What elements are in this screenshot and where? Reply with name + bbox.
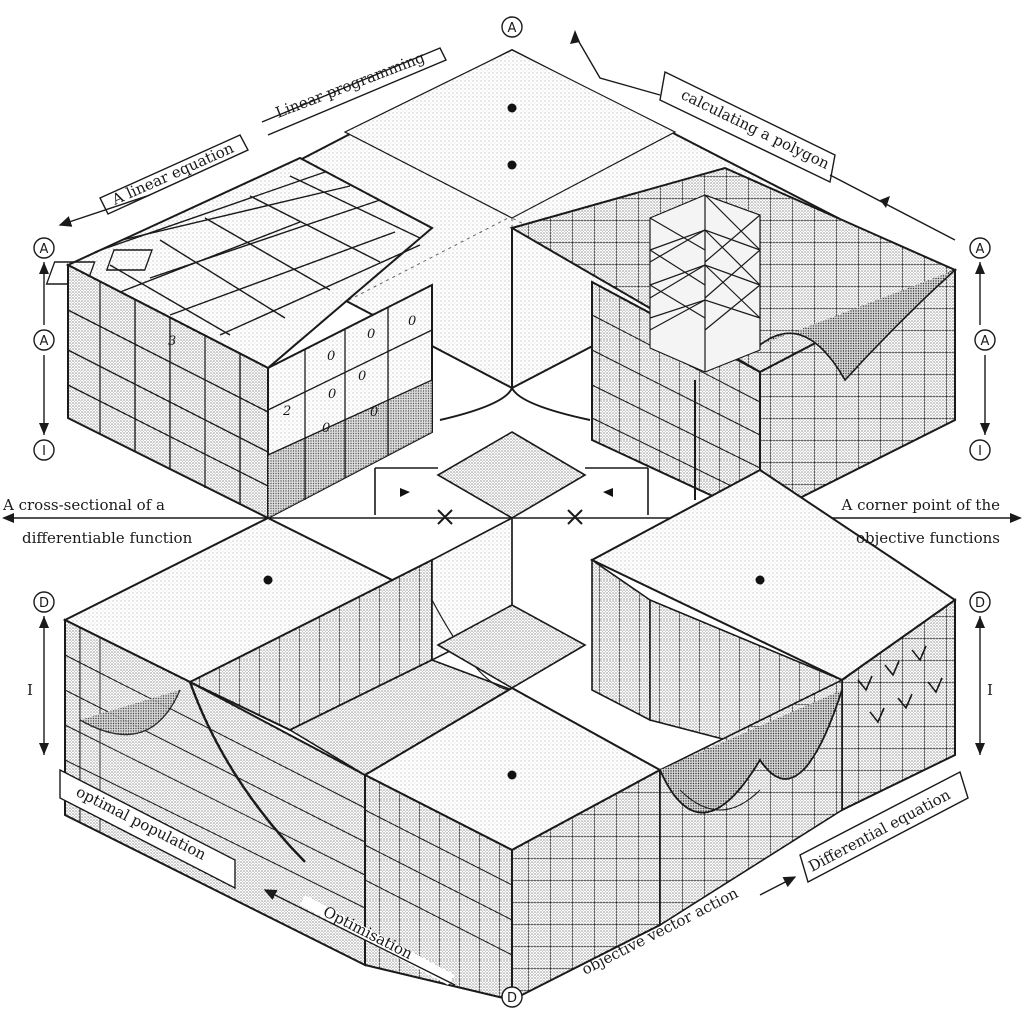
lower-front-center-block <box>362 686 663 1002</box>
lower-right-surface <box>659 678 843 927</box>
grid-mark: 0 <box>322 421 330 436</box>
grid-mark: 0 <box>328 387 336 402</box>
marker-right-2: A <box>981 334 990 349</box>
grid-mark: 0 <box>358 369 366 384</box>
marker-right-lower: D <box>975 596 985 611</box>
side-label-right: A corner point of the objective function… <box>841 496 1001 547</box>
marker-bottom: D <box>507 991 517 1006</box>
side-label-left: A cross-sectional of a differentiable fu… <box>2 496 193 547</box>
top-dot <box>507 160 517 170</box>
grid-mark: 0 <box>327 349 335 364</box>
grid-mark: 0 <box>370 405 378 420</box>
top-plane <box>185 48 841 390</box>
marker-left-3: I <box>42 444 46 459</box>
grid-mark: 2 <box>282 404 291 419</box>
marker-left-lower-i: I <box>27 681 33 699</box>
label-corner-point-line1: A corner point of the <box>841 496 1001 514</box>
grid-mark: 0 <box>408 314 416 329</box>
marker-right-1: A <box>976 242 985 257</box>
label-cross-section-line2: differentiable function <box>22 529 193 547</box>
top-dot <box>507 103 517 113</box>
label-corner-point-line2: objective functions <box>856 529 1000 547</box>
upper-left-grid-block: 3 0 0 0 0 0 2 0 0 <box>45 156 434 520</box>
label-cross-section-line1: A cross-sectional of a <box>2 496 165 514</box>
marker-left-lower: D <box>39 596 49 611</box>
circle-markers <box>33 16 996 1008</box>
upper-right-surface-block <box>509 166 958 520</box>
marker-top: A <box>508 21 517 36</box>
marker-left-2: A <box>40 334 49 349</box>
grid-mark: 3 <box>168 334 176 349</box>
lattice-tower <box>649 194 761 500</box>
marker-right-3: I <box>978 444 982 459</box>
lower-left-block <box>62 516 435 967</box>
center-apex <box>374 228 649 525</box>
lower-center-pit <box>436 518 587 689</box>
marker-right-lower-i: I <box>987 681 993 699</box>
lower-right-block <box>589 468 957 812</box>
grid-mark: 0 <box>367 327 375 342</box>
cross-mark <box>437 509 583 525</box>
marker-left-1: A <box>40 242 49 257</box>
